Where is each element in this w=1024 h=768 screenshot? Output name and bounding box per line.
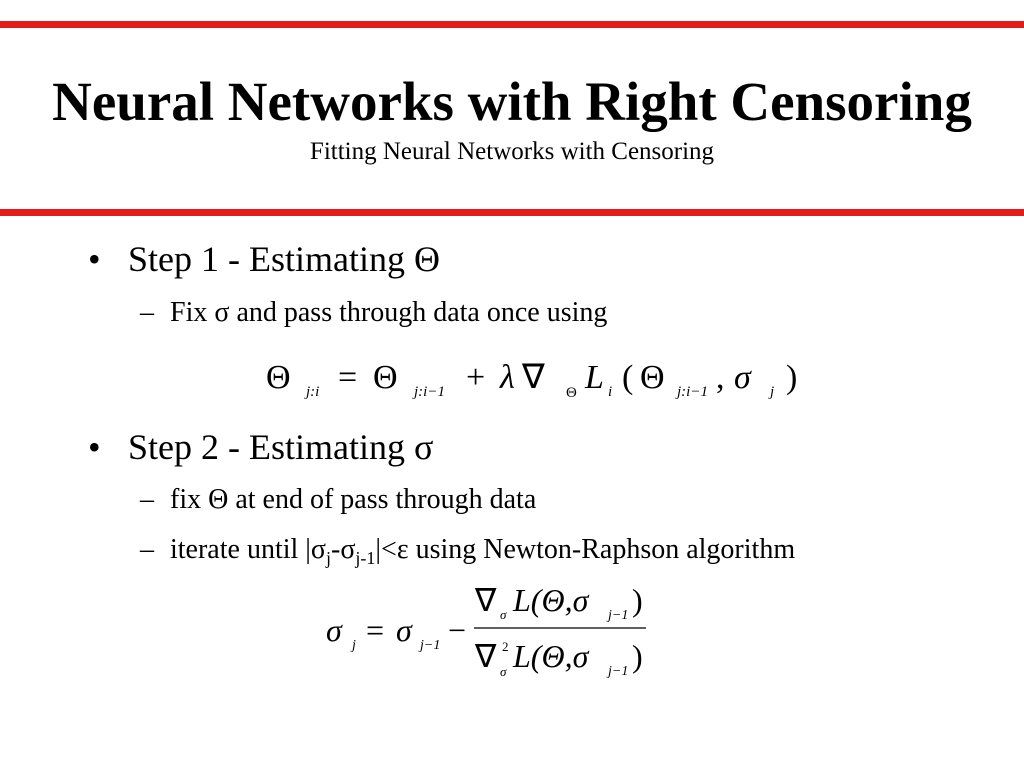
eq-subscript: Θ <box>566 385 577 401</box>
eq-body: L(Θ,σ <box>512 638 590 674</box>
eq-subscript: j <box>768 384 774 400</box>
eq-lambda: λ <box>499 359 515 396</box>
theta-update-equation: Θ = Θ + λ ∇ L ( Θ , σ ) j:i j:i−1 Θ i j:… <box>266 359 797 401</box>
eq-theta: Θ <box>373 359 398 396</box>
eq-comma: , <box>716 359 725 396</box>
bullet-marker: • <box>88 239 101 279</box>
eq-L: L <box>584 359 604 396</box>
fraction-denominator: ∇ 2 σ L(Θ,σ j−1 ) <box>474 638 643 679</box>
eq-theta: Θ <box>266 359 291 396</box>
slide-subtitle: Fitting Neural Networks with Censoring <box>309 138 715 165</box>
subitem-text: Fix σ and pass through data once using <box>170 297 608 328</box>
slide-title: Neural Networks with Right Censoring <box>52 71 972 132</box>
eq-sigma: σ <box>734 359 752 396</box>
bullet-text: Step 1 - Estimating Θ <box>128 239 440 279</box>
subitem-text: iterate until |σj-σj-1|<ε using Newton-R… <box>170 534 796 568</box>
eq-sigma: σ <box>396 612 413 648</box>
bullet-text: Step 2 - Estimating σ <box>128 427 434 467</box>
eq-subscript: j <box>350 638 356 653</box>
eq-sigma: σ <box>326 612 343 648</box>
top-rule <box>0 21 1024 28</box>
subitem-marker: – <box>140 484 154 515</box>
eq-subscript: i <box>608 384 612 400</box>
eq-superscript: 2 <box>502 639 509 654</box>
eq-minus: − <box>448 612 466 648</box>
eq-equals: = <box>338 359 357 396</box>
eq-subscript: j−1 <box>606 664 628 679</box>
eq-theta: Θ <box>640 359 665 396</box>
eq-subscript: σ <box>500 664 507 679</box>
eq-equals: = <box>366 612 384 648</box>
eq-subscript: j:i <box>304 384 319 400</box>
eq-close: ) <box>632 582 643 618</box>
eq-subscript: j:i−1 <box>675 384 708 400</box>
sigma-update-equation: σ = σ − j j−1 ∇ σ L(Θ,σ j−1 ) ∇ 2 σ L(Θ,… <box>326 582 646 679</box>
eq-subscript: σ <box>500 607 507 622</box>
eq-subscript: j:i−1 <box>412 384 445 400</box>
eq-rparen: ) <box>786 359 797 396</box>
eq-body: L(Θ,σ <box>512 582 590 618</box>
eq-lparen: ( <box>622 359 633 396</box>
eq-plus: + <box>466 359 485 396</box>
subitem-marker: – <box>140 297 154 328</box>
eq-nabla: ∇ <box>474 582 497 618</box>
eq-nabla: ∇ <box>521 359 545 396</box>
fraction-numerator: ∇ σ L(Θ,σ j−1 ) <box>474 582 643 623</box>
subitem-text: fix Θ at end of pass through data <box>170 484 537 515</box>
eq-subscript: j−1 <box>418 638 440 653</box>
subitem-marker: – <box>140 534 154 565</box>
eq-subscript: j−1 <box>606 608 628 623</box>
bullet-marker: • <box>88 427 101 467</box>
bottom-rule <box>0 209 1024 216</box>
eq-nabla: ∇ <box>474 638 497 674</box>
eq-close: ) <box>632 638 643 674</box>
